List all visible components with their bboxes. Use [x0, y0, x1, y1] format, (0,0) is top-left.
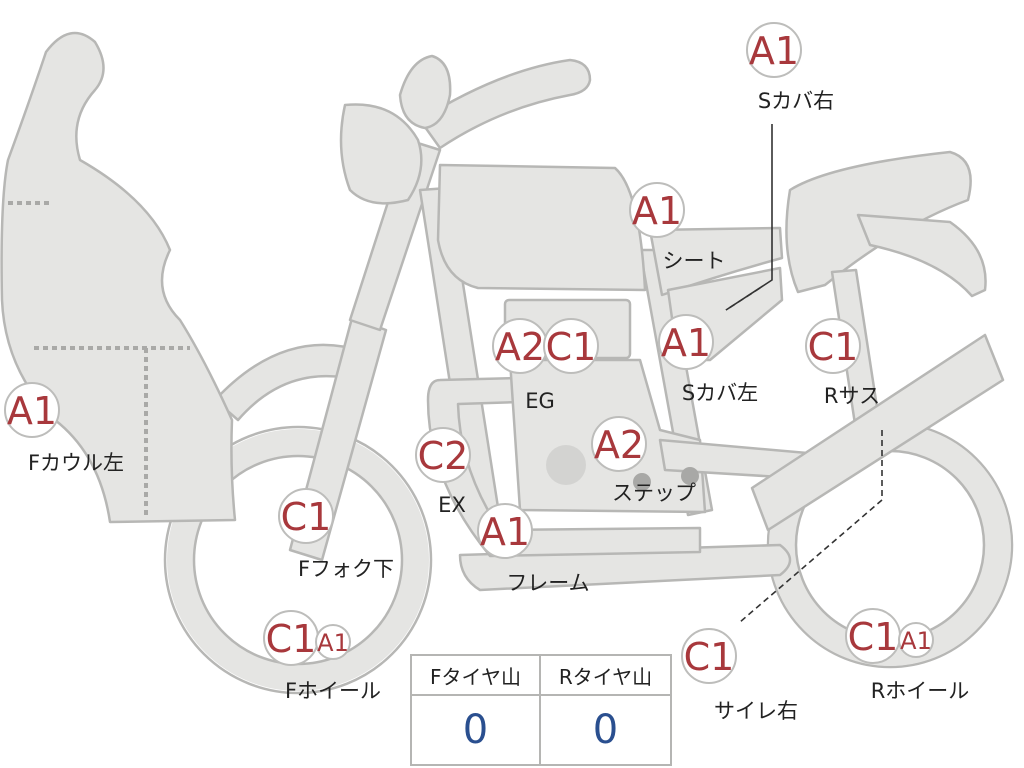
label-f-fork-lower: Fフォク下	[298, 557, 394, 581]
badge-s-cover-left: A1	[658, 314, 714, 370]
label-f-wheel: Fホイール	[285, 679, 381, 703]
handlebar	[418, 58, 592, 150]
badge-f-fork-lower: C1	[278, 488, 334, 544]
silencer	[750, 333, 1005, 532]
grade-text: A1	[749, 29, 799, 73]
label-s-cover-right: Sカバ右	[758, 89, 834, 113]
rear-tire-header: Rタイヤ山	[541, 656, 670, 696]
badge-r-wheel-1: C1	[845, 608, 901, 664]
grade-text: A1	[632, 189, 682, 233]
step-peg-1	[633, 473, 651, 491]
badge-silencer-right: C1	[681, 628, 737, 684]
grade-text: A1	[900, 627, 932, 655]
badge-f-wheel-1: C1	[263, 610, 319, 666]
label-f-cowl-left: Fカウル左	[28, 451, 124, 475]
label-s-cover-left: Sカバ左	[682, 381, 758, 405]
grade-text: A1	[480, 510, 530, 554]
grade-text: C1	[848, 615, 899, 659]
mirror	[398, 54, 452, 130]
grade-text: C2	[418, 434, 469, 478]
label-frame: フレーム	[506, 571, 589, 595]
grade-text: A2	[594, 423, 644, 467]
front-cowl	[0, 31, 237, 524]
badge-s-cover-right: A1	[746, 22, 802, 78]
front-tire-header: Fタイヤ山	[412, 656, 541, 696]
badge-engine-2: C1	[543, 318, 599, 374]
badge-r-suspension: C1	[805, 318, 861, 374]
leader-silencer	[739, 430, 883, 623]
label-seat: シート	[663, 249, 726, 273]
rear-fender	[856, 213, 987, 298]
grade-text: A1	[317, 629, 349, 657]
grade-text: C1	[808, 325, 859, 369]
badge-seat: A1	[629, 182, 685, 238]
label-silencer-right: サイレ右	[714, 699, 798, 723]
headlight	[339, 103, 423, 205]
grade-text: A1	[661, 321, 711, 365]
badge-exhaust: C2	[415, 427, 471, 483]
grade-text: C1	[281, 495, 332, 539]
grade-text: C1	[684, 635, 735, 679]
grade-text: A1	[7, 389, 57, 433]
badge-step: A2	[591, 416, 647, 472]
badge-r-wheel-2: A1	[898, 622, 934, 658]
label-r-wheel: Rホイール	[871, 679, 970, 703]
label-engine: EG	[525, 389, 555, 413]
grade-text: C1	[546, 325, 597, 369]
label-exhaust: EX	[438, 493, 466, 517]
label-r-suspension: Rサス	[824, 384, 880, 408]
badge-engine-1: A2	[492, 318, 548, 374]
front-tire-value: 0	[412, 696, 541, 764]
grade-text: C1	[266, 617, 317, 661]
engine-cover	[546, 445, 586, 485]
fork-upper	[348, 138, 442, 332]
fuel-tank	[436, 163, 647, 292]
badge-frame: A1	[477, 503, 533, 559]
grade-text: A2	[495, 325, 545, 369]
label-step: ステップ	[612, 481, 696, 505]
step-peg-2	[681, 467, 699, 485]
tire-tread-table: Fタイヤ山 Rタイヤ山 0 0	[410, 654, 672, 766]
leader-s-cover-right-dash	[725, 287, 761, 311]
badge-f-cowl-left: A1	[4, 382, 60, 438]
badge-f-wheel-2: A1	[315, 624, 351, 660]
rear-tire-value: 0	[592, 707, 619, 753]
